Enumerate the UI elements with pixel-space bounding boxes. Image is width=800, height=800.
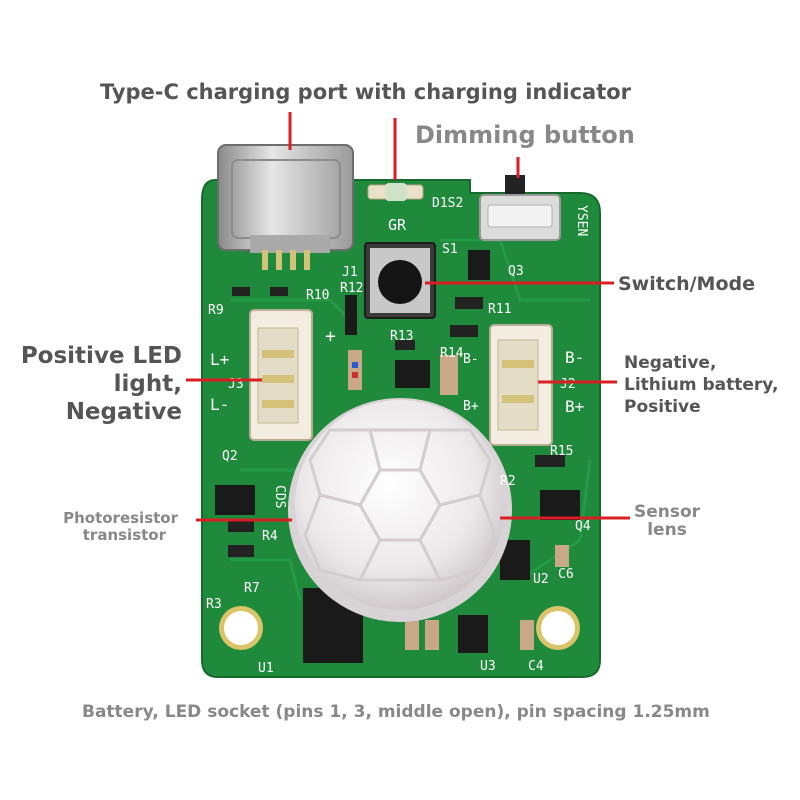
label-led-line3: Negative bbox=[65, 399, 182, 425]
label-battery: Negative, Lithium battery, Positive bbox=[624, 352, 778, 418]
silk-b-minus-in: B- bbox=[463, 352, 479, 367]
silk-c4: C4 bbox=[528, 659, 544, 674]
label-switch-mode: Switch/Mode bbox=[618, 273, 756, 295]
label-led-line1: Positive LED bbox=[20, 343, 182, 369]
silk-r11: R11 bbox=[488, 302, 511, 317]
pointer-lines bbox=[186, 112, 630, 522]
type-c-port bbox=[217, 144, 354, 270]
silk-gr: GR bbox=[388, 216, 407, 234]
silk-r14: R14 bbox=[440, 346, 464, 361]
silk-u3: U3 bbox=[480, 659, 496, 674]
silkscreen-labels: D1S2 GR YSEN S1 Q3 J1 R12 R10 R9 R11 R13… bbox=[206, 196, 591, 676]
silk-q3: Q3 bbox=[508, 264, 524, 279]
silk-j2: J2 bbox=[560, 377, 576, 392]
label-photoresistor-line1: Photoresistor bbox=[63, 509, 178, 527]
label-led-line2: light, bbox=[113, 371, 182, 397]
silk-r7: R7 bbox=[244, 581, 260, 596]
silk-r10: R10 bbox=[306, 288, 329, 303]
label-photoresistor: Photoresistor transistor bbox=[63, 510, 178, 544]
label-battery-line1: Negative, bbox=[624, 353, 717, 373]
silk-plus: + bbox=[325, 326, 336, 347]
silk-u2: U2 bbox=[533, 572, 549, 587]
silk-r9: R9 bbox=[208, 303, 224, 318]
label-battery-line2: Lithium battery, bbox=[624, 375, 779, 395]
silk-l-plus: L+ bbox=[210, 350, 229, 369]
silk-d1s2: D1S2 bbox=[432, 196, 463, 211]
mounting-holes bbox=[219, 606, 580, 650]
silk-q4: Q4 bbox=[575, 519, 591, 534]
silk-j1: J1 bbox=[342, 265, 358, 280]
label-footer: Battery, LED socket (pins 1, 3, middle o… bbox=[82, 702, 710, 722]
silk-u1: U1 bbox=[258, 661, 274, 676]
pcb-traces bbox=[230, 238, 592, 601]
switch-s1 bbox=[364, 242, 436, 319]
silk-b-plus-in: B+ bbox=[463, 399, 479, 414]
silk-r13: R13 bbox=[390, 329, 413, 344]
silk-sen: YSEN bbox=[574, 205, 589, 236]
label-sensor-lens: Sensor lens bbox=[634, 503, 700, 539]
label-photoresistor-line2: transistor bbox=[82, 526, 166, 544]
label-led-socket: Positive LED light, Negative bbox=[21, 342, 182, 426]
label-sensor-line1: Sensor bbox=[634, 502, 701, 522]
charging-led bbox=[367, 183, 424, 201]
silk-r4: R4 bbox=[262, 529, 278, 544]
silk-b-plus: B+ bbox=[565, 397, 584, 416]
label-typec-port: Type-C charging port with charging indic… bbox=[100, 80, 632, 104]
label-dimming-button: Dimming button bbox=[415, 121, 635, 149]
silk-q2: Q2 bbox=[222, 449, 238, 464]
battery-connector-j2 bbox=[489, 324, 553, 446]
silk-s1: S1 bbox=[442, 242, 458, 257]
silk-l-minus: L- bbox=[210, 395, 229, 414]
silk-c6: C6 bbox=[558, 567, 574, 582]
label-battery-line3: Positive bbox=[624, 397, 701, 417]
dimming-button bbox=[479, 175, 561, 241]
silk-b-minus: B- bbox=[565, 348, 584, 367]
silk-r3: R3 bbox=[206, 597, 222, 612]
silk-cds: CDS bbox=[272, 485, 287, 508]
silk-r15: R15 bbox=[550, 444, 573, 459]
label-sensor-line2: lens bbox=[647, 520, 687, 540]
led-connector-j3 bbox=[249, 309, 313, 441]
silk-r2: R2 bbox=[500, 474, 516, 489]
pir-sensor-lens bbox=[288, 398, 512, 622]
silk-r12: R12 bbox=[340, 281, 363, 296]
